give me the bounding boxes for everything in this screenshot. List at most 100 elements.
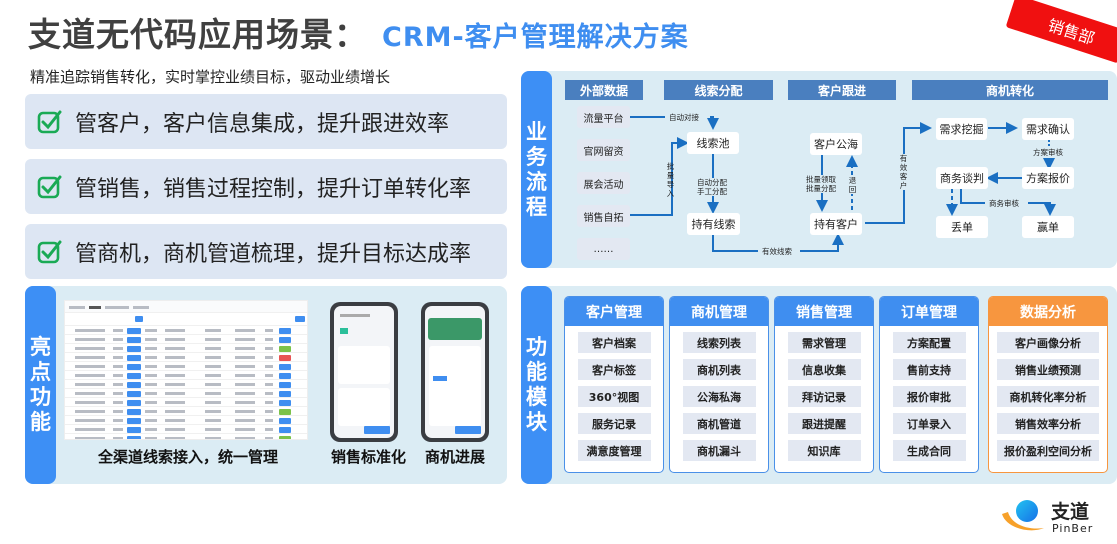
module-item[interactable]: 线索列表 [682,332,756,353]
table-cell [205,401,221,404]
module-item[interactable]: 客户档案 [577,332,651,353]
title-highlight: CRM-客户管理解决方案 [382,22,689,53]
edge-owned-leads-to-customers [712,234,838,252]
node-owned-customers: 持有客户 [810,213,862,235]
module-item[interactable]: 满意度管理 [577,440,651,461]
node-customer-pool: 客户公海 [810,133,862,155]
module-item[interactable]: 服务记录 [577,413,651,434]
table-cell [265,419,273,422]
module-item[interactable]: 公海私海 [682,386,756,407]
table-status-tag [279,427,291,433]
table-cell [145,347,157,350]
title-main: 支道无代码应用场景： [28,15,368,54]
module-title: 商机管理 [670,297,768,326]
side-char: 点 [30,360,51,384]
screen-header-card [428,318,482,340]
table-cell [205,329,221,332]
table-cell [265,392,273,395]
table-cell [205,410,221,413]
caption-opportunity-progress: 商机进展 [425,448,486,466]
module-item[interactable]: 商机列表 [682,359,756,380]
module-item[interactable]: 跟进提醒 [787,413,861,434]
table-tag [127,346,141,352]
module-item[interactable]: 商机漏斗 [682,440,756,461]
module-item[interactable]: 客户标签 [577,359,651,380]
table-cell [165,437,185,439]
source-website: 官网留资 [577,139,630,161]
table-cell [165,338,185,341]
node-won: 赢单 [1022,216,1074,238]
table-cell [265,356,273,359]
edge-label-business-review: 商务审核 [989,199,1019,208]
module-item[interactable]: 方案配置 [892,332,966,353]
module-item[interactable]: 订单录入 [892,413,966,434]
table-cell [205,338,221,341]
screen-tag [340,328,348,334]
toolbar-button [135,316,143,322]
module-item[interactable]: 客户画像分析 [997,332,1099,353]
table-cell [205,419,221,422]
node-lead-pool: 线索池 [687,132,739,154]
table-cell [205,365,221,368]
table-row [65,335,307,344]
table-cell [265,383,273,386]
module-item[interactable]: 知识库 [787,440,861,461]
table-cell [113,383,123,386]
flow-col-opportunity: 商机转化 [912,80,1108,100]
table-status-tag [279,418,291,424]
table-cell [265,329,273,332]
module-item[interactable]: 售前支持 [892,359,966,380]
checkbox-checked-icon [37,175,62,198]
module-title: 客户管理 [565,297,663,326]
module-item[interactable]: 商机转化率分析 [997,386,1099,407]
module-item[interactable]: 信息收集 [787,359,861,380]
edge-label-batch-assign: 批量分配 [806,184,836,193]
highlights-side-label: 亮 点 功 能 [25,286,56,484]
module-item[interactable]: 商机管道 [682,413,756,434]
module-item[interactable]: 销售效率分析 [997,413,1099,434]
module-item[interactable]: 360°视图 [577,386,651,407]
table-cell [205,356,221,359]
table-cell [235,365,255,368]
table-cell [235,428,255,431]
table-row [65,425,307,434]
side-char: 务 [526,144,547,169]
module-item[interactable]: 报价审批 [892,386,966,407]
table-status-tag [279,400,291,406]
source-more: …… [577,238,630,260]
table-tag [127,382,141,388]
node-quotation: 方案报价 [1022,167,1074,189]
pinber-logo-icon [1002,500,1044,531]
table-cell [113,437,123,439]
table-cell [113,365,123,368]
value-prop-sales: 管销售，销售过程控制，提升订单转化率 [25,159,507,214]
module-title: 订单管理 [880,297,978,326]
lead-table-screenshot [64,300,308,440]
table-tag [127,436,141,439]
module-item[interactable]: 报价盈利空间分析 [997,440,1099,461]
table-toolbar [65,313,307,326]
table-cell [205,383,221,386]
module-item[interactable]: 销售业绩预测 [997,359,1099,380]
table-cell [75,392,105,395]
table-cell [265,338,273,341]
side-char: 能 [30,410,51,434]
caption-sales-standard: 销售标准化 [331,448,407,466]
table-row [65,344,307,353]
modules-side-label: 功 能 模 块 [521,286,552,484]
module-item[interactable]: 生成合同 [892,440,966,461]
table-cell [235,410,255,413]
module-item[interactable]: 需求管理 [787,332,861,353]
tab-placeholder [133,306,149,309]
edge-label-return: 退回 [848,176,857,194]
table-cell [165,428,185,431]
value-prop-text: 管销售，销售过程控制，提升订单转化率 [75,176,472,202]
module-item[interactable]: 拜访记录 [787,386,861,407]
screen-line [340,314,370,317]
table-cell [113,419,123,422]
table-cell [145,410,157,413]
table-cell [113,374,123,377]
table-cell [75,419,105,422]
edge-label-auto-connect: 自动对接 [669,113,699,122]
